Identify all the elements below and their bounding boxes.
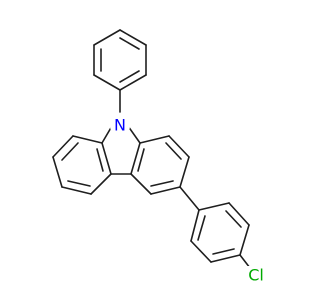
bond [101,142,112,175]
carbazole-center-ring [101,125,141,175]
bond [139,135,170,144]
double-bond-inner [67,180,91,187]
bond [93,29,121,46]
bond [61,186,92,195]
bond [101,125,113,144]
bond [239,224,250,256]
double-bond-inner [225,210,242,228]
chemical-structure-diagram: N Cl [52,29,267,285]
c-cl-bond [239,254,251,269]
nitrogen-atom-background [110,116,130,136]
chemical-structure-canvas: N Cl [52,29,267,285]
double-bond-inner [165,142,182,160]
bond [198,202,230,211]
double-bond-inner [197,215,206,241]
bond [72,135,103,144]
bond [93,74,121,91]
double-bond-inner [61,142,79,161]
double-bond-inner [150,180,174,187]
nitrogen-atom: N [110,116,130,136]
bond [190,209,200,242]
double-bond-inner [137,148,145,172]
carbazole-left-ring [52,135,112,195]
bond [127,125,141,144]
bond [119,29,147,46]
bond [150,186,181,195]
bond [179,156,190,188]
double-bond-inner [212,248,235,255]
double-bond-inner [119,37,140,50]
double-bond-inner [96,148,104,172]
bond [52,135,74,158]
bond [228,202,250,226]
nitrogen-label: N [114,116,126,135]
bond [210,254,241,263]
carbazole-right-ring [130,135,190,195]
bond [190,240,212,263]
double-bond-inner [119,70,140,83]
chlorine-atom: Cl [243,266,267,285]
bond [130,173,152,195]
bond [130,142,141,175]
phenyl-ring-top [93,29,147,91]
bond [119,74,147,91]
biaryl-bond [179,186,200,211]
bond [90,173,112,195]
chlorophenyl-ring [190,202,250,263]
bond [52,156,63,188]
bond [168,135,190,158]
chlorine-label: Cl [248,266,264,285]
chlorine-atom-background [243,266,267,284]
